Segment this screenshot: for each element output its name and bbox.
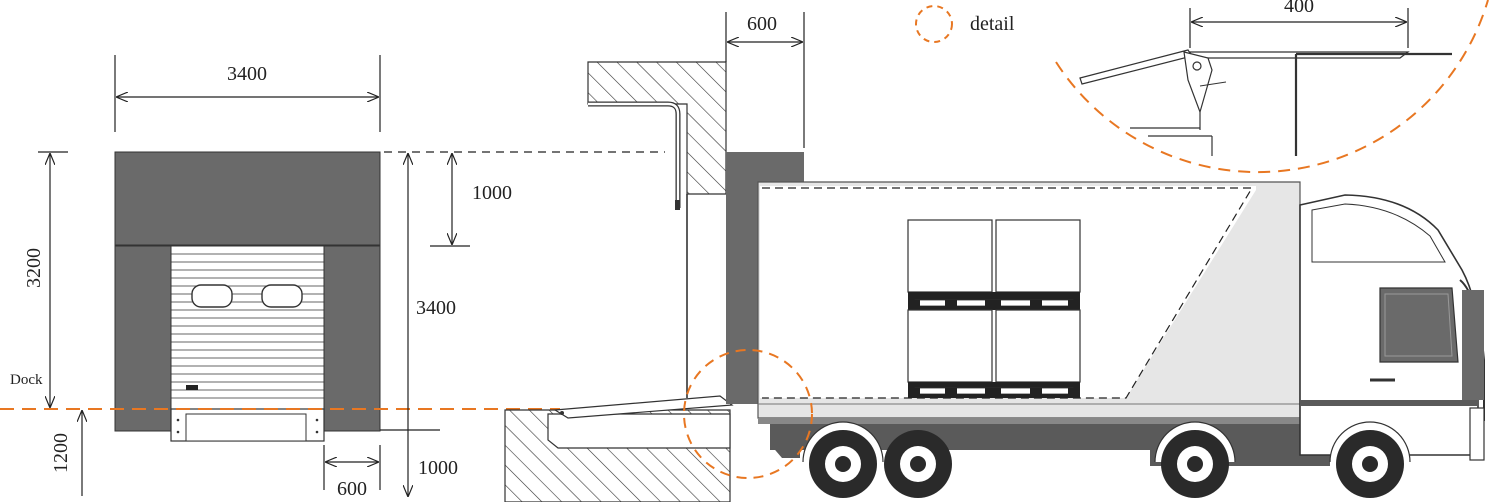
door-window-left: [191, 284, 233, 308]
door-track: [588, 101, 681, 208]
dimensions-detail: [1189, 8, 1409, 48]
pallet-stack: [907, 219, 1081, 398]
dim-detail-lip: 400: [1284, 0, 1314, 17]
shelter-side-frame: [726, 194, 758, 404]
shelter-header: [114, 151, 381, 246]
dimensions-side: [725, 12, 805, 148]
dim-seal-depth: 600: [747, 13, 777, 35]
dim-dock-height: 1200: [50, 433, 72, 473]
shelter-left-curtain: [114, 245, 172, 432]
leveler-plate: [553, 395, 734, 419]
dock-leveler-front: [170, 408, 325, 442]
dock-label: Dock: [10, 372, 43, 388]
front-view: [114, 151, 381, 442]
dim-bottom-offset: 1000: [418, 457, 458, 479]
dim-side-width: 600: [337, 478, 367, 500]
door-window-right: [261, 284, 303, 308]
dimensions-front: [38, 55, 665, 496]
detail-circle-arc: [1055, 0, 1489, 174]
dim-door-width: 3400: [227, 63, 267, 85]
detail-callout-circle: [683, 349, 813, 479]
shelter-right-curtain: [323, 245, 381, 432]
legend-detail-icon: [915, 5, 953, 43]
dim-height-left: 3200: [23, 248, 45, 288]
dim-total-height: 3400: [416, 297, 456, 319]
detail-view: [1055, 0, 1489, 174]
building-section: [504, 61, 734, 502]
legend: detail: [915, 5, 1015, 43]
sectional-door: [170, 245, 325, 410]
truck-sill: [758, 418, 1300, 424]
dim-header-height: 1000: [472, 182, 512, 204]
wheel-rear-2: [884, 430, 952, 498]
wheel-front-left: [1154, 421, 1236, 498]
wheel-front-right: [1329, 421, 1411, 498]
rear-bumper: [770, 424, 800, 458]
legend-detail-label: detail: [970, 13, 1015, 35]
door-handle: [186, 385, 198, 390]
truck: [757, 181, 1485, 498]
cab-window: [1379, 287, 1459, 363]
wheel-rear-1: [802, 421, 884, 498]
leveler-pit: [547, 413, 731, 449]
wall-top-hatched: [587, 61, 727, 195]
